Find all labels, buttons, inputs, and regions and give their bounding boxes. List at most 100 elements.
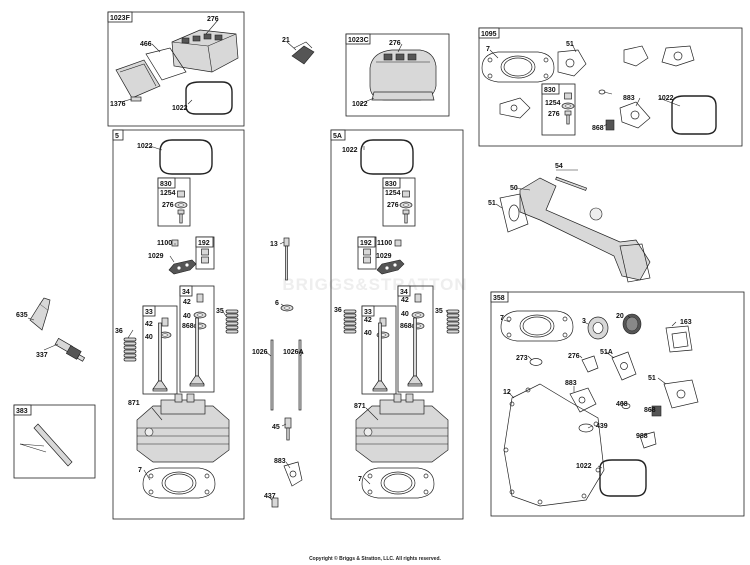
- label-7: 7: [486, 46, 490, 53]
- label-51: 51: [488, 200, 496, 207]
- label-20: 20: [616, 313, 624, 320]
- label-1022: 1022: [137, 143, 153, 150]
- label-6: 6: [275, 300, 279, 307]
- svg-text:383: 383: [16, 408, 28, 415]
- group-box-34b: [397, 285, 434, 393]
- group-box-33b: [361, 305, 397, 395]
- label-50: 50: [510, 185, 518, 192]
- svg-text:830: 830: [385, 181, 397, 188]
- label-868: 868: [400, 323, 412, 330]
- label-1022: 1022: [658, 95, 674, 102]
- label-276: 276: [387, 202, 399, 209]
- svg-text:5A: 5A: [333, 133, 342, 140]
- svg-text:1095: 1095: [481, 31, 497, 38]
- label-1254: 1254: [160, 190, 176, 197]
- group-tag-34a: 34: [179, 285, 193, 297]
- spark-plug-wrench-383: [19, 423, 73, 467]
- group-box-1023C: [345, 33, 450, 117]
- group-tag-358: 358: [490, 291, 509, 303]
- label-276: 276: [207, 16, 219, 23]
- group-tag-1023C: 1023C: [345, 33, 371, 45]
- valve-cover-assembly-1023C: [369, 49, 437, 101]
- label-635: 635: [16, 312, 28, 319]
- label-466: 466: [140, 41, 152, 48]
- group-box-5: [112, 129, 245, 520]
- svg-text:5: 5: [115, 133, 119, 140]
- svg-text:830: 830: [544, 87, 556, 94]
- label-276: 276: [568, 353, 580, 360]
- intake-manifold-50: [499, 176, 651, 283]
- label-3: 3: [582, 318, 586, 325]
- label-883: 883: [274, 458, 286, 465]
- label-35: 35: [435, 308, 443, 315]
- label-276: 276: [389, 40, 401, 47]
- label-42: 42: [145, 321, 153, 328]
- group-box-33a: [142, 305, 178, 395]
- group-tag-1023F: 1023F: [107, 11, 133, 23]
- label-51A: 51A: [600, 349, 613, 356]
- label-35: 35: [216, 308, 224, 315]
- label-1026A: 1026A: [283, 349, 304, 356]
- pushrods-and-fasteners: [270, 237, 303, 508]
- group-tag-34b: 34: [397, 285, 411, 297]
- label-36: 36: [334, 307, 342, 314]
- svg-text:192: 192: [198, 240, 210, 247]
- svg-text:1023C: 1023C: [348, 37, 369, 44]
- label-276: 276: [162, 202, 174, 209]
- group-tag-830c: 830: [541, 83, 560, 95]
- label-1029: 1029: [376, 253, 392, 260]
- gasket-set-358: [500, 310, 699, 507]
- label-45: 45: [272, 424, 280, 431]
- label-276: 276: [548, 111, 560, 118]
- group-tag-830b: 830: [382, 177, 401, 189]
- group-tag-1095: 1095: [478, 27, 500, 39]
- label-337: 337: [36, 352, 48, 359]
- label-437: 437: [264, 493, 276, 500]
- label-1022: 1022: [352, 101, 368, 108]
- label-1022: 1022: [576, 463, 592, 470]
- oil-fill-cap-21: [291, 41, 315, 65]
- group-tag-33b: 33: [361, 305, 375, 317]
- label-7: 7: [500, 315, 504, 322]
- label-871: 871: [354, 403, 366, 410]
- label-439: 439: [596, 423, 608, 430]
- group-box-34a: [179, 285, 215, 393]
- label-21: 21: [282, 37, 290, 44]
- label-51: 51: [566, 41, 574, 48]
- label-40: 40: [401, 311, 409, 318]
- svg-text:34: 34: [182, 289, 190, 296]
- valve-cover-assembly-1023F: [115, 29, 239, 115]
- label-988: 988: [636, 433, 648, 440]
- label-1100: 1100: [157, 240, 172, 247]
- label-883: 883: [565, 380, 577, 387]
- group-box-1023F: [107, 11, 245, 127]
- group-box-5A: [330, 129, 464, 520]
- cylinder-head-assembly-5: [123, 139, 239, 499]
- label-1029: 1029: [148, 253, 164, 260]
- svg-text:1023F: 1023F: [110, 15, 131, 22]
- gasket-set-1095: [481, 45, 717, 135]
- svg-text:358: 358: [493, 295, 505, 302]
- leader-lines: [27, 19, 681, 501]
- label-42: 42: [183, 299, 191, 306]
- label-51: 51: [648, 375, 656, 382]
- group-tag-383: 383: [13, 404, 32, 416]
- label-1100: 1100: [377, 240, 392, 247]
- svg-text:34: 34: [400, 289, 408, 296]
- label-40: 40: [145, 334, 153, 341]
- label-1026: 1026: [252, 349, 268, 356]
- svg-text:33: 33: [145, 309, 153, 316]
- label-1376: 1376: [110, 101, 126, 108]
- label-7: 7: [138, 467, 142, 474]
- spark-plug-boot-635: [29, 297, 51, 331]
- group-box-383: [13, 404, 96, 479]
- label-42: 42: [364, 317, 372, 324]
- group-tag-33a: 33: [142, 305, 156, 317]
- svg-text:192: 192: [360, 240, 372, 247]
- label-7: 7: [358, 476, 362, 483]
- svg-text:33: 33: [364, 309, 372, 316]
- label-42: 42: [401, 297, 409, 304]
- label-40: 40: [364, 330, 372, 337]
- label-868: 868: [182, 323, 194, 330]
- cylinder-head-assembly-5A: [343, 139, 460, 499]
